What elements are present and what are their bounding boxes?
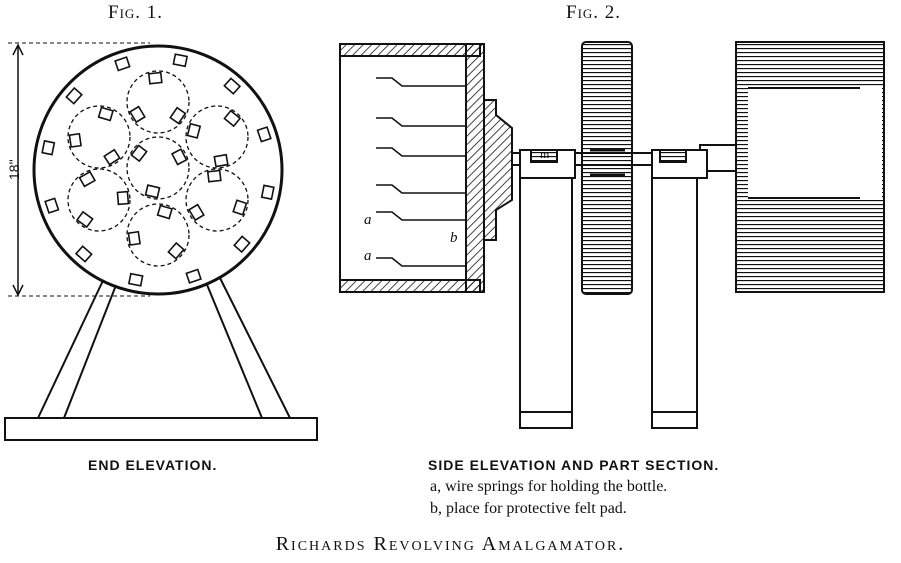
spring-block <box>170 148 188 166</box>
rim-block <box>114 56 131 72</box>
wire-spring <box>376 147 466 157</box>
fig2-side-elevation <box>339 41 885 429</box>
legend-line-a: a, wire springs for holding the bottle. <box>430 478 668 495</box>
spring-block <box>156 204 173 220</box>
bearing-mark: m <box>540 147 550 161</box>
spring-block <box>116 190 130 206</box>
rim-block <box>260 184 275 201</box>
rim-block <box>74 245 93 263</box>
rim-block <box>44 197 60 214</box>
spring-block <box>144 184 161 199</box>
fig2-caption: SIDE ELEVATION AND PART SECTION. <box>428 457 720 473</box>
wire-springs <box>376 77 466 267</box>
main-title: Richards Revolving Amalgamator. <box>275 533 626 555</box>
wire-spring <box>376 211 466 221</box>
bearing-left <box>519 149 576 429</box>
spring-block <box>127 230 141 246</box>
spring-block <box>206 169 222 183</box>
spring-block <box>169 106 187 125</box>
spring-block <box>186 122 202 139</box>
fig2-label: Fig. 2. <box>566 2 622 23</box>
bottle-positions <box>67 70 249 267</box>
barrel-end <box>32 44 284 296</box>
spring-block <box>68 132 82 148</box>
spring-block <box>128 105 146 124</box>
base-plank <box>4 417 318 441</box>
spring-block <box>223 109 242 128</box>
spring-block <box>213 153 229 168</box>
spring-block <box>78 170 97 188</box>
spring-block <box>103 148 121 166</box>
spring-block <box>232 199 248 216</box>
rim-block <box>41 139 56 156</box>
wire-spring <box>376 77 466 87</box>
rim-block <box>256 126 272 143</box>
rim-block <box>185 268 202 284</box>
wire-spring <box>376 117 466 127</box>
spring-block <box>187 203 205 222</box>
fig1-caption: END ELEVATION. <box>88 457 218 473</box>
rim-block <box>233 235 251 254</box>
part-letter-a1: a <box>364 212 372 228</box>
driving-pulley <box>735 41 885 293</box>
spring-blocks <box>41 53 275 287</box>
rim-block <box>127 272 144 287</box>
part-letter-a2: a <box>364 248 372 264</box>
part-letter-b: b <box>450 230 458 246</box>
wire-spring <box>376 257 466 267</box>
dimension-label: 18" <box>6 159 22 180</box>
barrel-section <box>339 43 513 293</box>
stand <box>4 267 318 441</box>
rim-block <box>172 53 189 68</box>
fig1-end-elevation <box>4 42 318 441</box>
rim-block <box>223 77 242 95</box>
rim-block <box>65 86 83 105</box>
wire-spring <box>376 184 466 194</box>
spring-block <box>130 144 148 163</box>
legend-line-b: b, place for protective felt pad. <box>430 500 627 517</box>
spring-block <box>167 241 185 260</box>
spring-block <box>147 71 163 85</box>
fig1-label: Fig. 1. <box>108 2 164 23</box>
bearing-right <box>651 149 708 429</box>
spring-block <box>97 106 114 122</box>
spring-block <box>75 210 94 229</box>
pulley <box>581 41 633 295</box>
